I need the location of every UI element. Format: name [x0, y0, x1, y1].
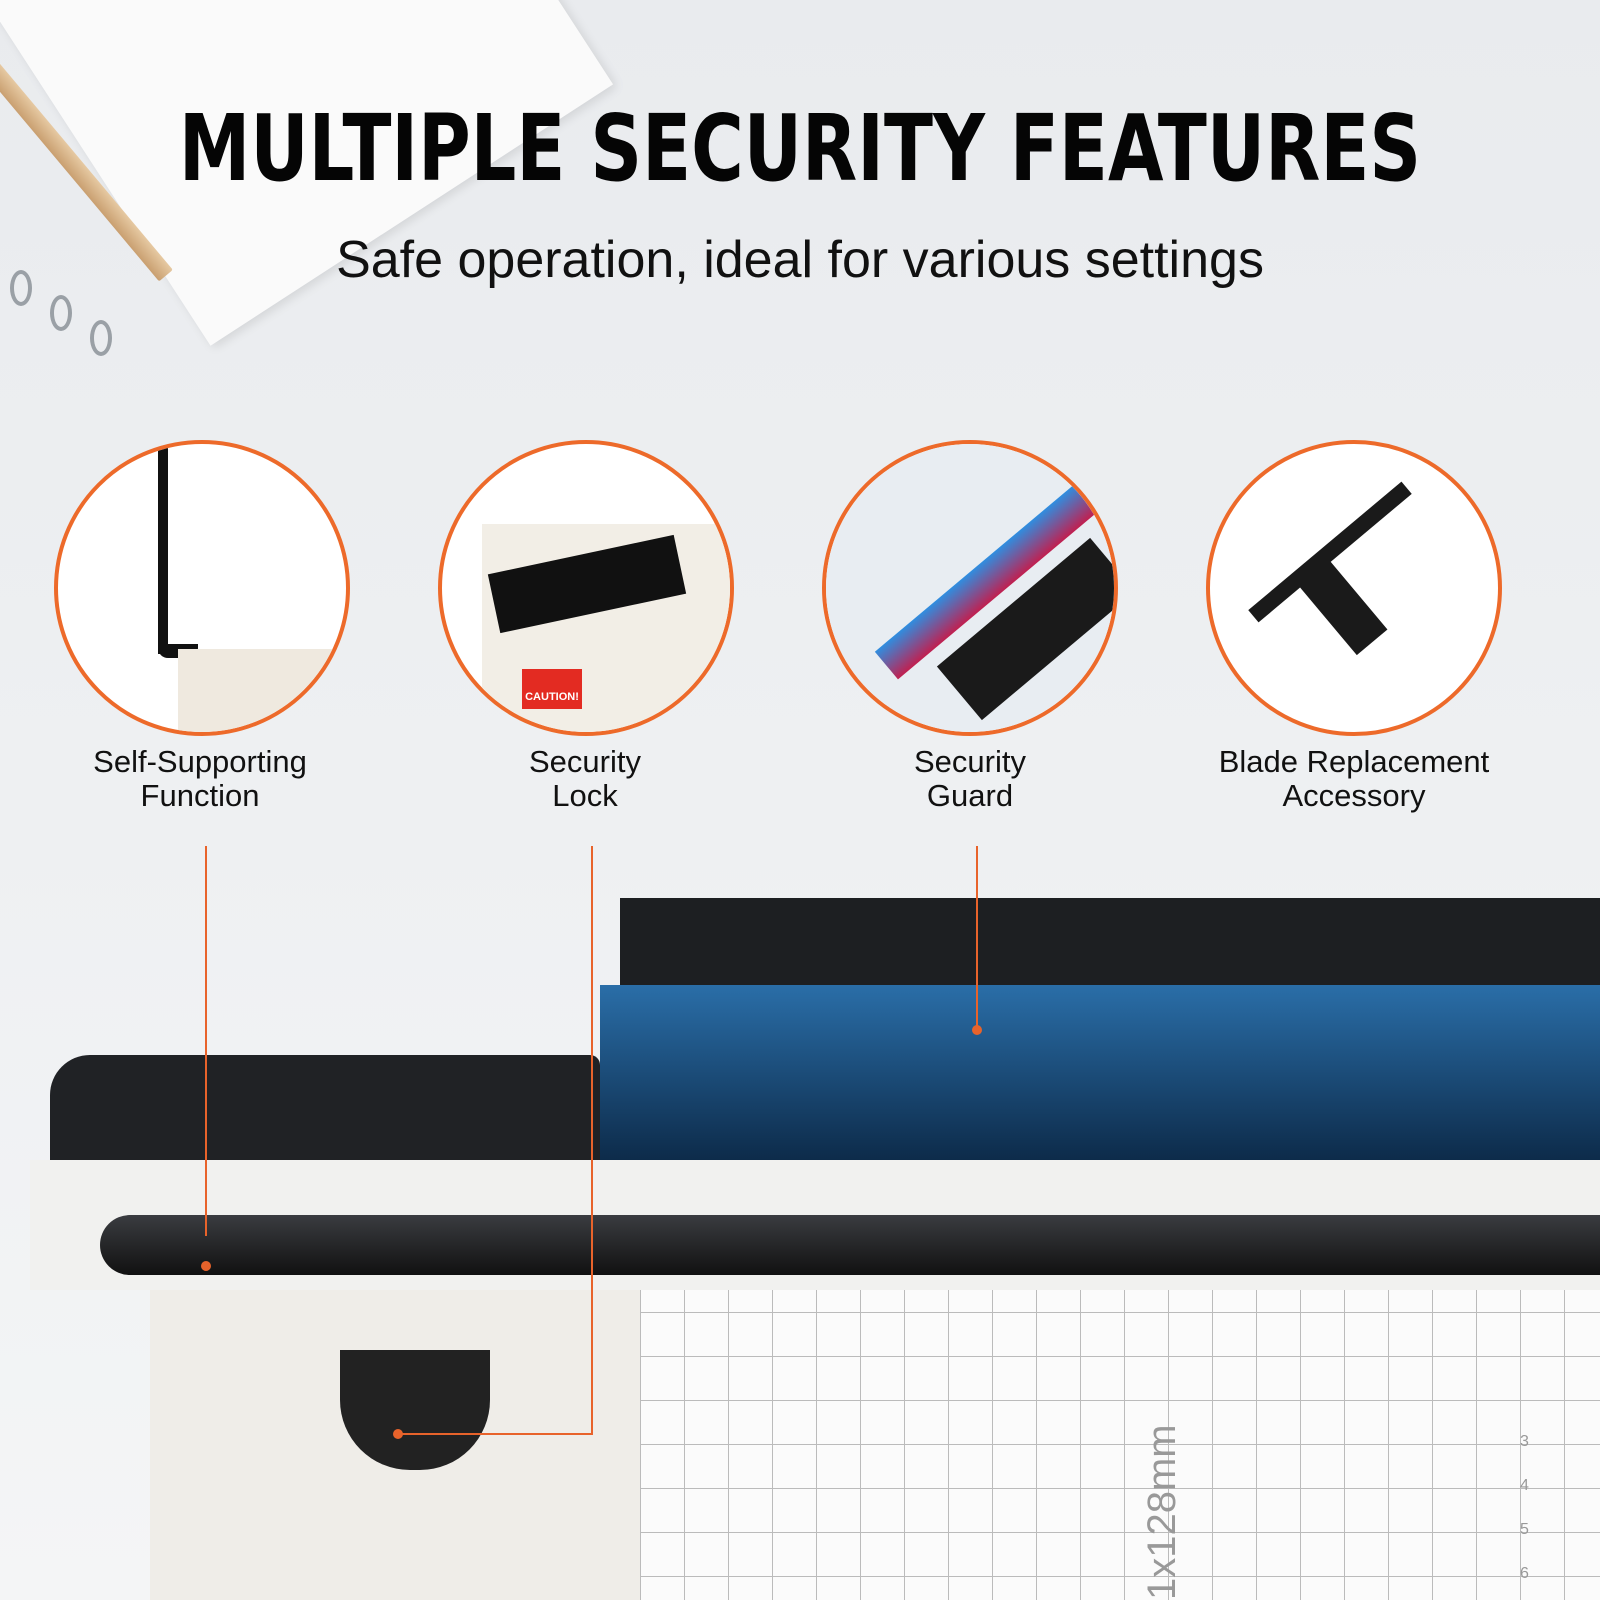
page-title: MULTIPLE SECURITY FEATURES	[178, 95, 1422, 202]
feature-label-self-supporting: Self-Supporting Function	[93, 744, 307, 813]
caution-sticker: CAUTION!	[522, 669, 582, 709]
feature-image-security-guard	[822, 440, 1118, 736]
blue-safety-guard	[600, 985, 1600, 1160]
grid-board	[640, 1290, 1600, 1600]
callout-line-security-lock	[591, 846, 593, 1434]
feature-image-security-lock: CAUTION!	[438, 440, 734, 736]
callout-dot-security-guard	[972, 1025, 982, 1035]
feature-image-self-supporting	[54, 440, 350, 736]
feature-label-security-lock: Security Lock	[529, 744, 641, 813]
lock-latch	[340, 1350, 490, 1470]
left-housing	[50, 1055, 600, 1165]
callout-dot-security-lock	[393, 1429, 403, 1439]
paper-cutter-image: 1x128mm 3 4 5 6	[0, 880, 1600, 1600]
callout-line-self-supporting	[205, 846, 207, 1236]
feature-image-blade-tool	[1206, 440, 1502, 736]
board-size-text: 1x128mm	[1140, 1424, 1184, 1600]
callout-line-security-guard	[976, 846, 978, 1026]
feature-label-security-guard: Security Guard	[914, 744, 1026, 813]
feature-label-blade: Blade Replacement Accessory	[1218, 744, 1490, 813]
ruler: 3 4 5 6	[1520, 1433, 1529, 1582]
callout-line-security-lock-h	[398, 1433, 593, 1435]
callout-dot-self-supporting	[201, 1261, 211, 1271]
page-subtitle: Safe operation, ideal for various settin…	[336, 231, 1264, 289]
cutter-handle	[100, 1215, 1600, 1275]
